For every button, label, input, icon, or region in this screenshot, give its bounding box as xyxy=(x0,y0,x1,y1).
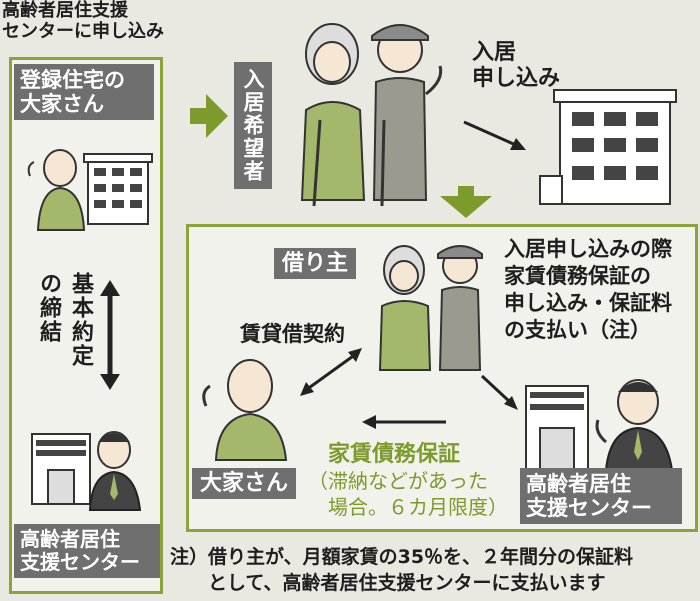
owner-label-line2: 大家さん xyxy=(20,92,104,117)
owner-label: 登録住宅の 大家さん xyxy=(14,64,154,121)
delinquency-limit-line1: （滞納などがあった xyxy=(308,469,488,493)
elderly-couple-illustration-top xyxy=(300,23,443,207)
lease-contract-arrow xyxy=(300,348,362,396)
rent-guarantee-text: 家賃債務保証 xyxy=(328,442,461,467)
agreement-text: 基本約定 の締結 xyxy=(28,272,96,402)
support-center-label-right-line2: 支援センター xyxy=(526,496,652,521)
move-in-line1: 入居 xyxy=(472,40,517,65)
footnote: 注）借り主が、月額家賃の35％を、２年間分の保証料 として、高齢者居住支援センタ… xyxy=(170,544,633,596)
borrower-label: 借り主 xyxy=(274,248,357,280)
footnote-line2: として、高齢者居住支援センターに支払います xyxy=(208,572,606,594)
top-left-caption: 高齢者居住支援 センターに申し込み xyxy=(2,0,164,42)
support-center-illustration-left xyxy=(31,431,142,511)
guarantee-app-line3: 申し込み・保証料 xyxy=(504,291,672,315)
support-center-label-right: 高齢者居住 支援センター xyxy=(520,468,682,525)
guarantee-app-line1: 入居申し込みの際 xyxy=(504,237,672,261)
agreement-double-arrow xyxy=(100,280,120,390)
top-left-caption-line2: センターに申し込み xyxy=(2,21,164,42)
elderly-couple-illustration-middle xyxy=(378,245,483,371)
guarantee-application-text: 入居申し込みの際 家賃債務保証の 申し込み・保証料 の支払い（注） xyxy=(504,236,672,344)
guarantee-app-line4: の支払い（注） xyxy=(504,318,651,342)
footnote-line1: 注）借り主が、月額家賃の35％を、２年間分の保証料 xyxy=(170,546,634,568)
landlord-with-apartment-illustration xyxy=(27,149,153,231)
flow-arrow-down xyxy=(440,186,492,218)
flow-arrow-right xyxy=(190,94,228,138)
support-center-label-left-line1: 高齢者居住 xyxy=(20,527,120,551)
top-left-caption-line1: 高齢者居住支援 xyxy=(2,0,128,21)
support-center-label-left: 高齢者居住 支援センター xyxy=(14,524,160,578)
applicant-label: 入居希望者 xyxy=(234,62,272,189)
lease-contract-text: 賃貸借契約 xyxy=(240,322,345,346)
arrow-to-support-center xyxy=(480,374,518,410)
landlord-label: 大家さん xyxy=(192,468,297,500)
arrow-to-building xyxy=(463,120,526,150)
rent-guarantee-arrow xyxy=(362,415,446,429)
support-center-label-left-line2: 支援センター xyxy=(20,550,140,574)
move-in-line2: 申し込み xyxy=(472,66,561,91)
landlord-illustration xyxy=(202,359,288,461)
delinquency-limit-line2: 場合。６カ月限度） xyxy=(328,495,508,519)
delinquency-limit-text: （滞納などがあった 場合。６カ月限度） xyxy=(308,468,508,520)
support-center-label-right-line1: 高齢者居住 xyxy=(526,472,631,496)
move-in-text: 入居 申し込み xyxy=(472,40,560,92)
agreement-col1: 基本約定 xyxy=(68,272,93,368)
support-center-illustration-right xyxy=(525,379,674,471)
agreement-col2: の締結 xyxy=(36,272,61,344)
owner-label-line1: 登録住宅の xyxy=(20,68,125,92)
guarantee-app-line2: 家賃債務保証の xyxy=(504,264,651,288)
apartment-building-illustration xyxy=(539,89,677,205)
